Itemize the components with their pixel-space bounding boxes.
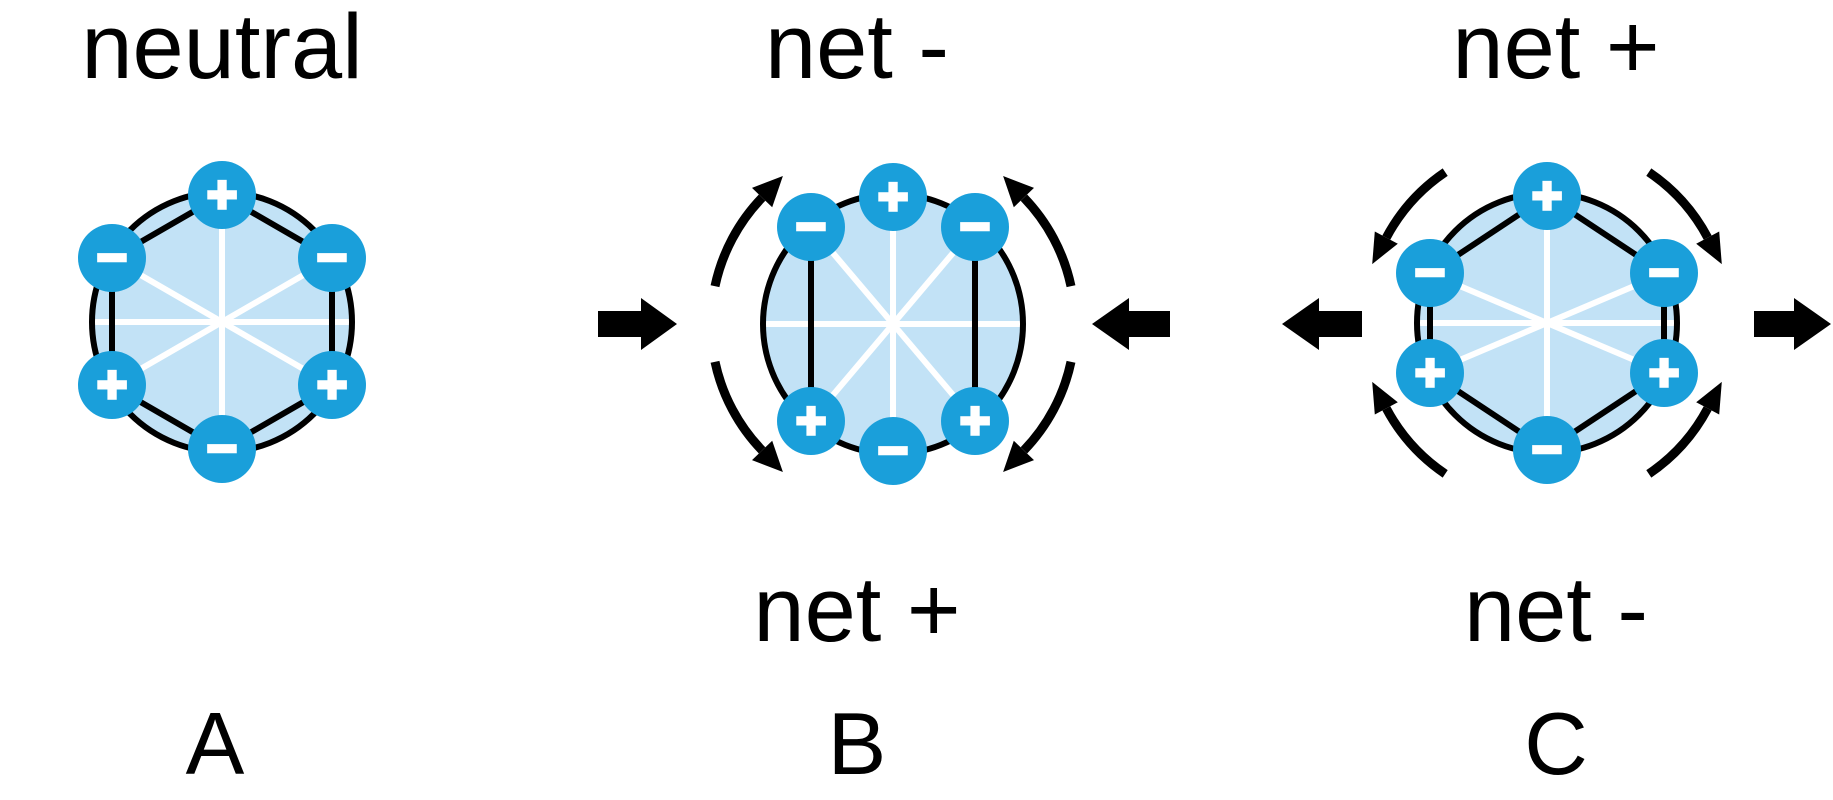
panel-c-bottom-label: net - (1463, 559, 1649, 661)
charge-b-top-positive: + (859, 163, 927, 231)
charge-a-upper-right-negative: − (298, 224, 366, 292)
charge-c-bottom-negative: − (1513, 416, 1581, 484)
charge-b-lower-left-positive: + (777, 387, 845, 455)
panel-a-top-label: neutral (81, 0, 363, 98)
rotation-arrow-b-top-left-icon (710, 176, 783, 288)
charge-b-upper-left-negative: − (777, 193, 845, 261)
rotation-arrow-c-bottom-right-icon (1646, 381, 1722, 478)
charge-a-bottom-negative: − (188, 415, 256, 483)
charge-a-lower-right-positive: + (298, 351, 366, 419)
compress-arrow-right-icon (1092, 298, 1170, 350)
charge-c-lower-left-positive: + (1396, 339, 1464, 407)
stretch-arrow-right-icon (1754, 298, 1831, 350)
rotation-arrow-c-top-right-icon (1646, 168, 1722, 265)
panel-b-top-label: net - (764, 0, 950, 98)
rotation-arrow-b-bottom-left-icon (710, 360, 783, 472)
rotation-arrow-b-top-right-icon (1003, 176, 1076, 288)
charge-c-top-positive: + (1513, 162, 1581, 230)
stretch-arrow-left-icon (1282, 298, 1362, 350)
charge-b-bottom-negative: − (859, 417, 927, 485)
rotation-arrow-b-bottom-right-icon (1003, 360, 1076, 472)
panel-b-bottom-label: net + (753, 559, 961, 661)
charge-a-lower-left-positive: + (78, 351, 146, 419)
compress-arrow-left-icon (598, 298, 677, 350)
charge-c-lower-right-positive: + (1630, 339, 1698, 407)
panel-b-letter: B (827, 694, 887, 793)
rotation-arrow-c-top-left-icon (1372, 168, 1448, 265)
charge-a-top-positive: + (188, 161, 256, 229)
panel-c-top-label: net + (1452, 0, 1660, 98)
panel-a-letter: A (185, 694, 245, 793)
charge-b-lower-right-positive: + (941, 387, 1009, 455)
charge-b-upper-right-negative: − (941, 193, 1009, 261)
charge-c-upper-right-negative: − (1630, 239, 1698, 307)
charge-c-upper-left-negative: − (1396, 239, 1464, 307)
panel-c-letter: C (1524, 694, 1588, 793)
charge-a-upper-left-negative: − (78, 224, 146, 292)
rotation-arrow-c-bottom-left-icon (1372, 381, 1448, 478)
